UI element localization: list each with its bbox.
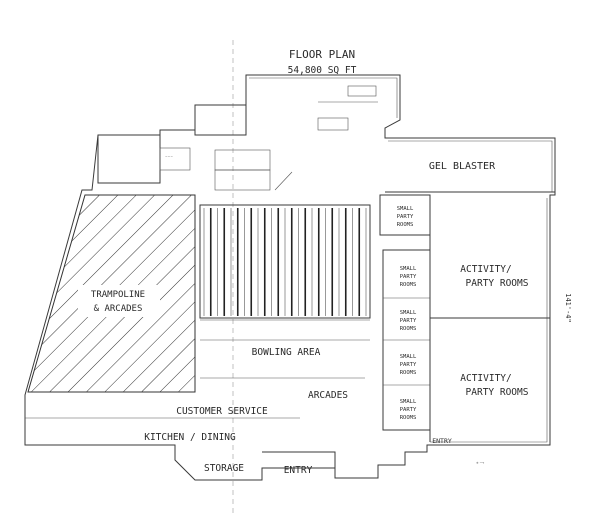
svg-text:PARTY: PARTY (400, 362, 417, 368)
customer-service-label: CUSTOMER SERVICE (176, 406, 268, 417)
small-party-room-1-label: SMALL PARTY ROOMS (397, 206, 414, 228)
svg-text:PARTY: PARTY (397, 214, 414, 220)
svg-text:SMALL: SMALL (400, 399, 417, 405)
entry-label: ENTRY (284, 465, 313, 476)
small-party-room-3-label: SMALL PARTY ROOMS (400, 310, 417, 332)
svg-text:ROOMS: ROOMS (400, 415, 417, 421)
bowling-label: BOWLING AREA (252, 347, 321, 358)
room-small-c (214, 169, 271, 191)
trampoline-label-line2: & ARCADES (94, 304, 143, 314)
activity-room-2-line2: PARTY ROOMS (466, 387, 529, 398)
bowling-area (199, 204, 371, 319)
room-upper-left (194, 104, 247, 136)
entry-wall (262, 451, 336, 468)
small-party-room-4-label: SMALL PARTY ROOMS (400, 354, 417, 376)
kitchen-label: KITCHEN / DINING (144, 432, 236, 443)
dimension-right: 141'-4" (564, 293, 572, 323)
fixture-box-b (347, 85, 377, 97)
svg-text:ROOMS: ROOMS (397, 222, 414, 228)
arcades-label: ARCADES (308, 390, 348, 401)
side-entry-label: ENTRY (432, 437, 452, 445)
plan-area: 54,800 SQ FT (288, 65, 357, 76)
room-small-a (159, 147, 191, 171)
svg-text:SMALL: SMALL (400, 266, 417, 272)
plan-title: FLOOR PLAN (289, 48, 355, 61)
trampoline-label-bg (78, 285, 160, 317)
svg-text:PARTY: PARTY (400, 318, 417, 324)
room-left-block (97, 134, 161, 184)
svg-text:PARTY: PARTY (400, 274, 417, 280)
tiny-note: ~~~ (165, 155, 173, 159)
room-small-b (214, 149, 271, 171)
svg-text:SMALL: SMALL (400, 310, 417, 316)
svg-text:ROOMS: ROOMS (400, 282, 417, 288)
small-party-room-5-label: SMALL PARTY ROOMS (400, 399, 417, 421)
stair-line (274, 171, 293, 191)
small-party-room-2-label: SMALL PARTY ROOMS (400, 266, 417, 288)
activity-room-2-line1: ACTIVITY/ (460, 373, 511, 384)
svg-text:SMALL: SMALL (397, 206, 414, 212)
north-mark: ✳ ⟶ (476, 461, 485, 465)
trampoline-label-line1: TRAMPOLINE (91, 290, 145, 300)
inner-outline (249, 77, 553, 443)
fixture-box-a (317, 117, 349, 131)
storage-label: STORAGE (204, 463, 244, 474)
svg-text:ROOMS: ROOMS (400, 370, 417, 376)
svg-text:PARTY: PARTY (400, 407, 417, 413)
activity-room-1-line2: PARTY ROOMS (466, 278, 529, 289)
gel-blaster-label: GEL BLASTER (429, 161, 496, 172)
svg-text:SMALL: SMALL (400, 354, 417, 360)
activity-room-1-line1: ACTIVITY/ (460, 264, 511, 275)
svg-text:ROOMS: ROOMS (400, 326, 417, 332)
bowling-lanes (203, 208, 367, 316)
